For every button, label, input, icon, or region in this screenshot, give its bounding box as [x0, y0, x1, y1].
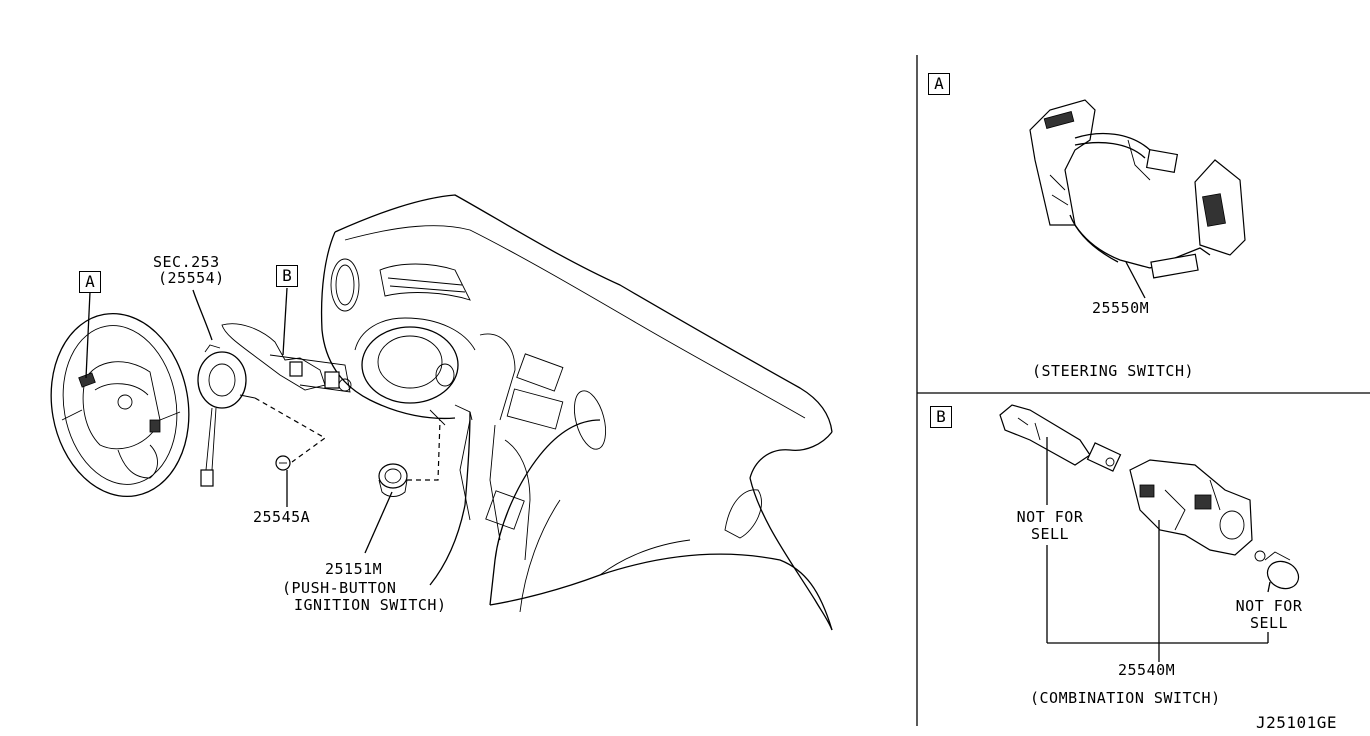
not-for-sell-left-line2: SELL [1030, 525, 1070, 543]
detail-a-marker: A [928, 73, 950, 95]
not-for-sell-left-line1: NOT FOR [1016, 508, 1084, 526]
ignition-switch-drawing [378, 463, 408, 497]
ignition-caption-line2: IGNITION SWITCH) [294, 596, 447, 614]
not-for-sell-right-line1: NOT FOR [1235, 597, 1303, 615]
section-ref-line1: SEC.253 [153, 253, 220, 271]
part-number-25545a: 25545A [253, 508, 311, 526]
combination-switch-drawing [221, 323, 352, 393]
detail-combination-switch-drawing [999, 404, 1300, 590]
view-marker-a: A [79, 271, 101, 293]
diagram-code: J25101GE [1256, 713, 1338, 732]
part-number-25151m: 25151M [325, 560, 383, 578]
view-marker-b: B [276, 265, 298, 287]
instrument-panel-drawing [320, 194, 833, 631]
section-ref-line2: (25554) [158, 269, 225, 287]
detail-b-marker: B [930, 406, 952, 428]
part-number-25550m: 25550M [1092, 299, 1150, 317]
screw-drawing [275, 455, 291, 471]
spiral-cable-drawing [197, 344, 256, 487]
steering-switch-drawing [1029, 99, 1246, 299]
steering-wheel-drawing [50, 312, 190, 498]
part-number-25540m: 25540M [1118, 661, 1176, 679]
steering-switch-caption: (STEERING SWITCH) [1032, 362, 1195, 380]
combination-switch-caption: (COMBINATION SWITCH) [1030, 689, 1221, 707]
not-for-sell-right-line2: SELL [1249, 614, 1289, 632]
ignition-caption-line1: (PUSH-BUTTON [282, 579, 397, 597]
